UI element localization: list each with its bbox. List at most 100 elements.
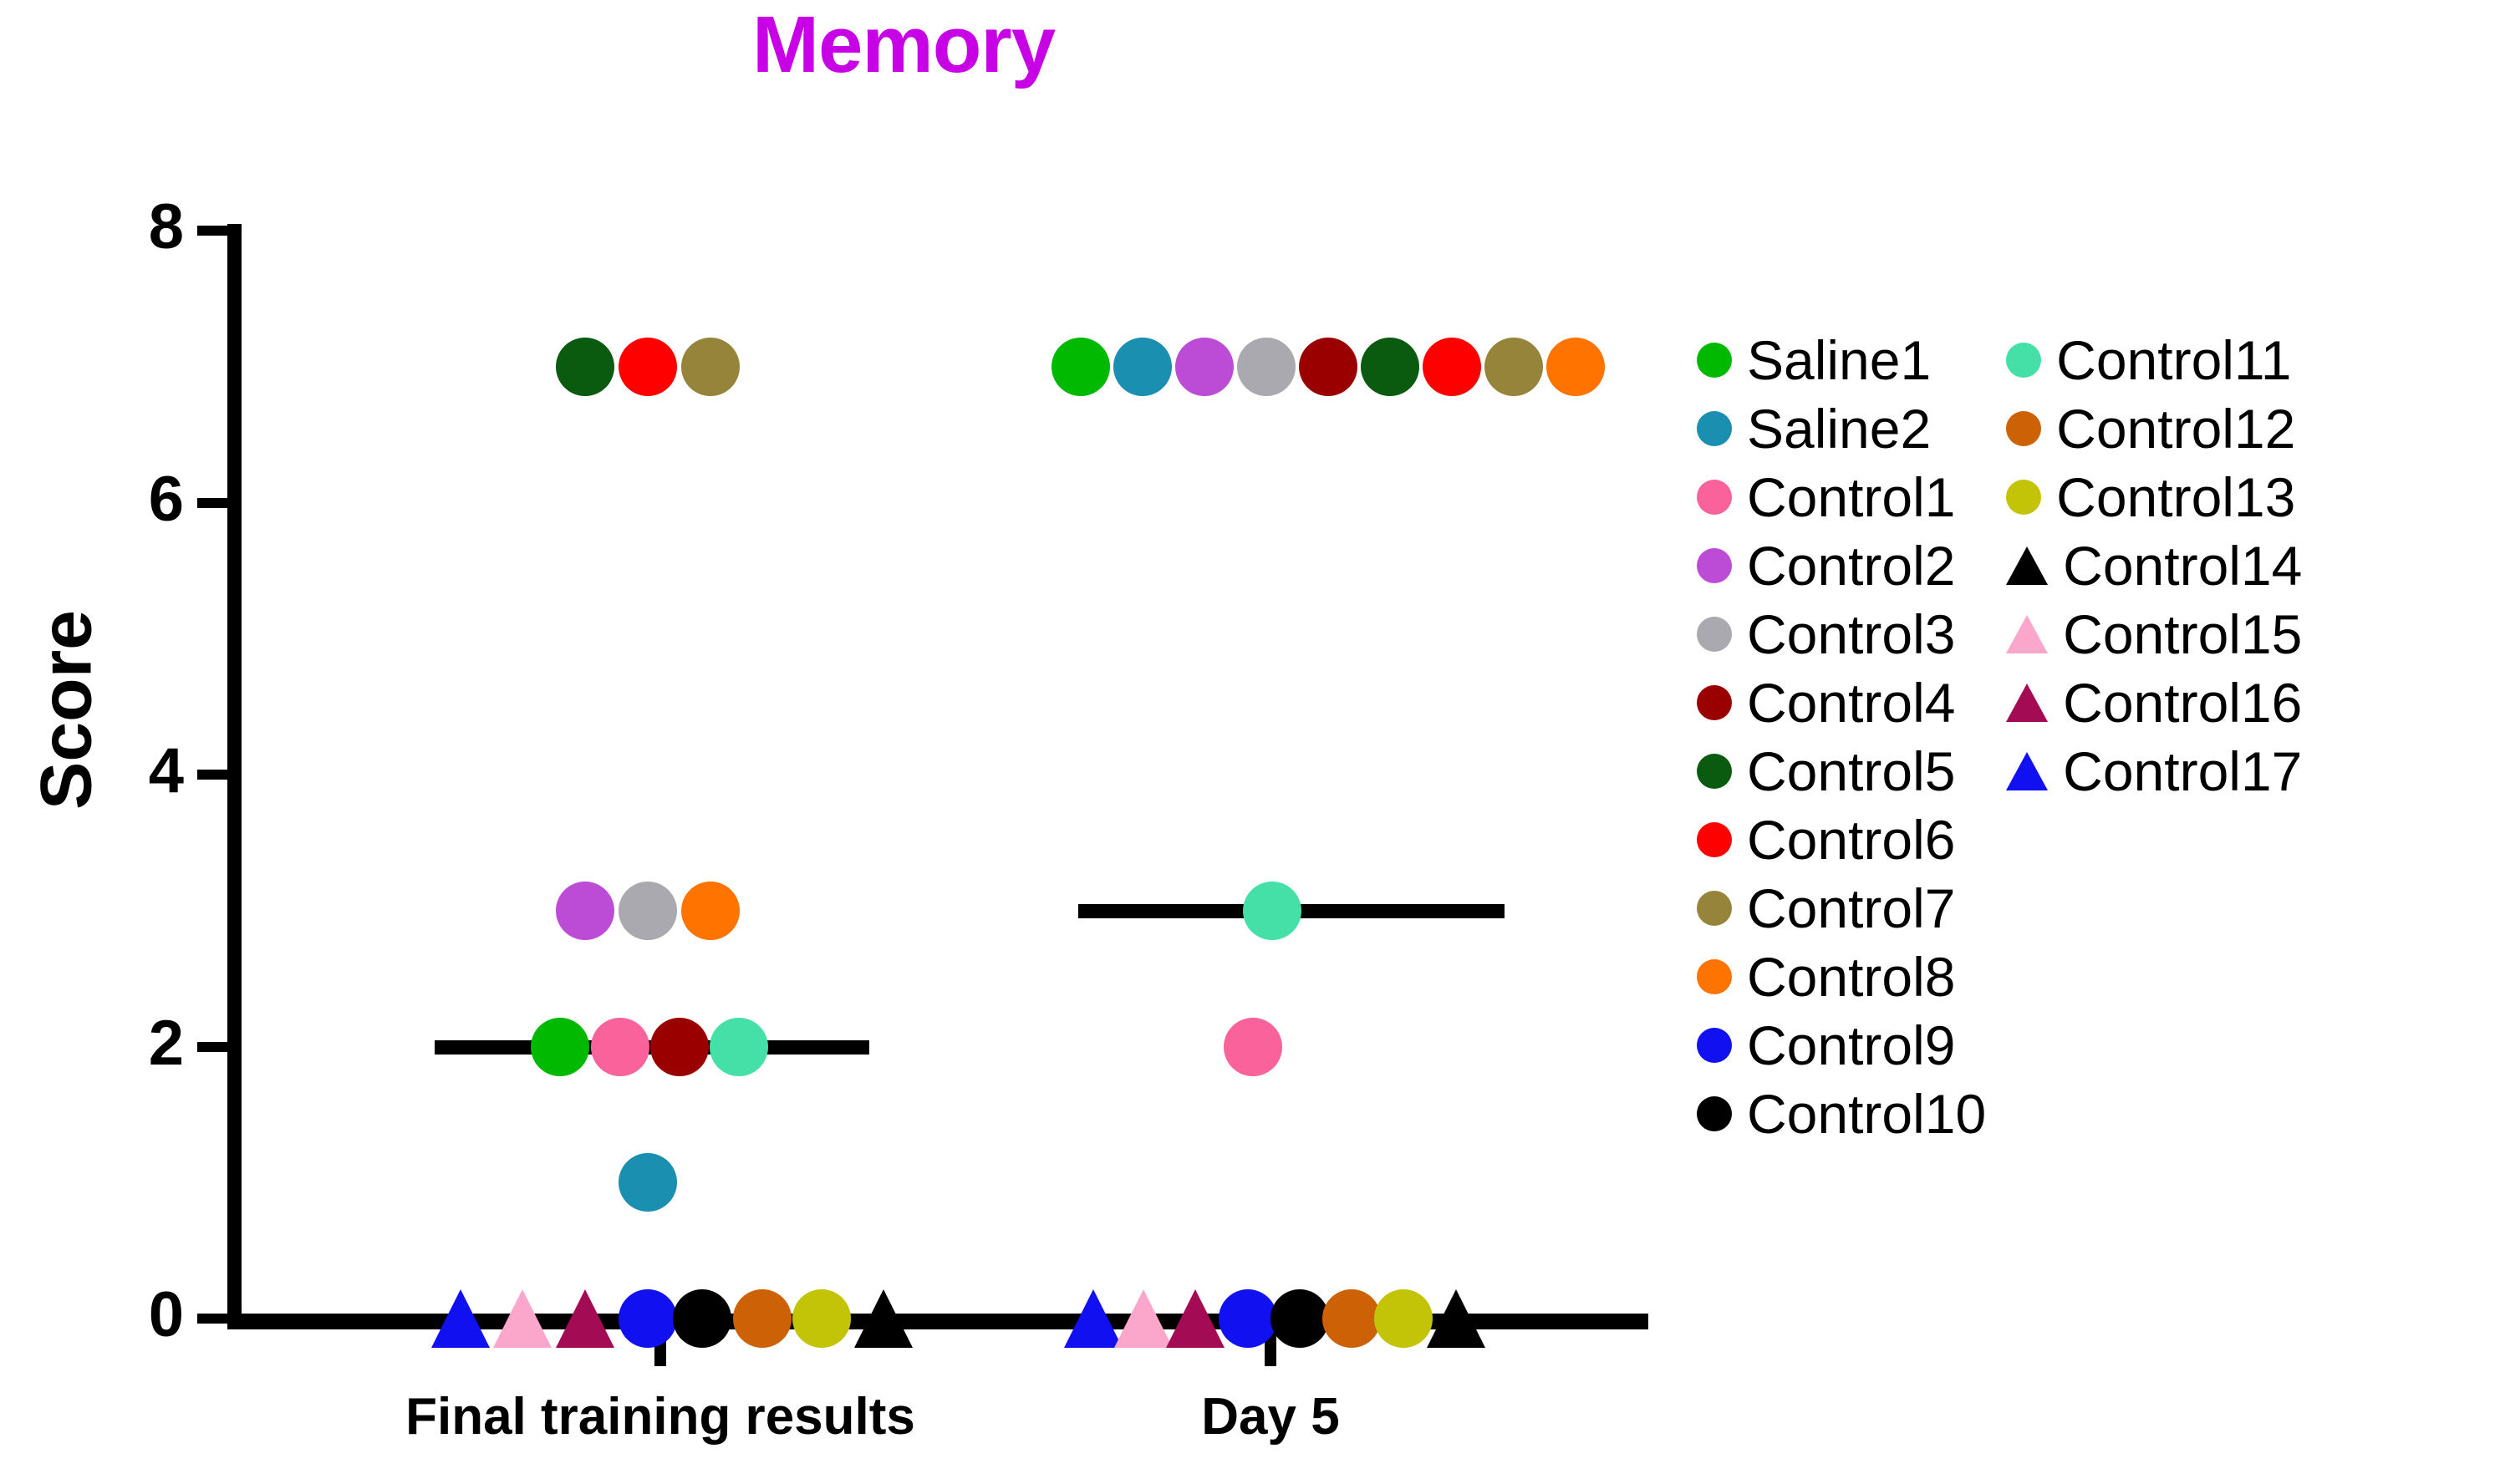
- legend-label: Control17: [2063, 740, 2303, 802]
- data-point-Control1: [1224, 1017, 1282, 1076]
- legend-item-control1[interactable]: Control1: [1697, 463, 1986, 531]
- legend-marker-circle-icon: [1697, 480, 1732, 515]
- legend-item-saline1[interactable]: Saline1: [1697, 326, 1986, 394]
- legend-marker-triangle-icon: [2006, 752, 2049, 790]
- data-point-Control6: [1423, 337, 1481, 396]
- data-point-Control7: [1484, 337, 1543, 396]
- data-point-Control16: [556, 1289, 614, 1348]
- legend-item-control11[interactable]: Control11: [2006, 326, 2302, 394]
- legend-item-control4[interactable]: Control4: [1697, 668, 1986, 737]
- legend-marker-circle-icon: [1697, 822, 1732, 857]
- y-tick-0: [197, 1314, 227, 1324]
- y-axis-title: Score: [26, 609, 107, 811]
- y-axis-line: [227, 224, 242, 1325]
- data-point-Saline1: [1051, 337, 1110, 396]
- data-point-Control3: [1237, 337, 1296, 396]
- data-point-Saline2: [1113, 337, 1172, 396]
- legend-marker-circle-icon: [1697, 548, 1732, 583]
- x-axis-label-1: Day 5: [1201, 1388, 1340, 1446]
- legend-item-control7[interactable]: Control7: [1697, 874, 1986, 943]
- plot-area: 0 2 4 6 8 Final training results Day 5 Score: [26, 191, 1648, 1446]
- legend-item-control9[interactable]: Control9: [1697, 1011, 1986, 1080]
- data-point-Control5: [556, 337, 614, 396]
- y-tick-label-4: 4: [148, 735, 184, 806]
- y-tick-label-6: 6: [148, 463, 184, 535]
- legend-marker-circle-icon: [1697, 959, 1732, 994]
- y-tick-8: [197, 226, 227, 236]
- legend-label: Control8: [1747, 946, 1956, 1008]
- legend-marker-circle-icon: [2006, 343, 2042, 378]
- legend-label: Control9: [1747, 1014, 1956, 1076]
- data-point-Control2: [556, 881, 614, 940]
- data-point-Control10: [1270, 1289, 1329, 1348]
- legend-label: Control4: [1747, 672, 1956, 734]
- legend-marker-circle-icon: [1697, 685, 1732, 720]
- legend-marker-circle-icon: [1697, 754, 1732, 789]
- legend-marker-circle-icon: [1697, 411, 1732, 446]
- y-tick-2: [197, 1041, 227, 1052]
- x-axis-label-0: Final training results: [405, 1388, 915, 1446]
- legend-item-control6[interactable]: Control6: [1697, 806, 1986, 874]
- data-point-Control8: [681, 881, 740, 940]
- legend-item-control16[interactable]: Control16: [2006, 668, 2302, 737]
- data-point-Control9: [1219, 1289, 1277, 1348]
- legend-label: Control13: [2056, 466, 2296, 528]
- legend-label: Control12: [2056, 398, 2296, 460]
- legend-item-control13[interactable]: Control13: [2006, 463, 2302, 531]
- data-point-Control12: [733, 1289, 792, 1348]
- legend-item-control3[interactable]: Control3: [1697, 600, 1986, 668]
- legend-marker-circle-icon: [1697, 343, 1732, 378]
- legend-label: Control2: [1747, 535, 1956, 597]
- legend-label: Control11: [2056, 329, 2292, 391]
- legend-item-control2[interactable]: Control2: [1697, 531, 1986, 600]
- legend-label: Saline1: [1747, 329, 1932, 391]
- legend-item-control12[interactable]: Control12: [2006, 394, 2302, 463]
- y-tick-label-0: 0: [148, 1279, 184, 1350]
- legend-item-control8[interactable]: Control8: [1697, 943, 1986, 1011]
- data-point-Control9: [619, 1289, 677, 1348]
- legend-item-control17[interactable]: Control17: [2006, 737, 2302, 806]
- data-point-Control15: [493, 1289, 552, 1348]
- data-point-Control6: [619, 337, 677, 396]
- legend-label: Control15: [2063, 603, 2303, 665]
- legend-marker-circle-icon: [2006, 411, 2042, 446]
- data-point-Control8: [1546, 337, 1605, 396]
- legend-label: Control6: [1747, 809, 1956, 871]
- data-point-Control2: [1175, 337, 1234, 396]
- data-point-Saline1: [531, 1017, 589, 1076]
- y-tick-4: [197, 770, 227, 780]
- legend-marker-triangle-icon: [2006, 684, 2049, 722]
- legend-item-control10[interactable]: Control10: [1697, 1080, 1986, 1148]
- legend-item-saline2[interactable]: Saline2: [1697, 394, 1986, 463]
- legend-marker-triangle-icon: [2006, 546, 2049, 585]
- page-title: Memory: [752, 0, 1056, 89]
- data-point-Control17: [1064, 1289, 1123, 1348]
- y-tick-label-8: 8: [148, 191, 184, 262]
- legend-label: Control14: [2063, 535, 2303, 597]
- data-point-Control13: [792, 1289, 851, 1348]
- data-point-Control12: [1322, 1289, 1381, 1348]
- data-point-Control10: [673, 1289, 731, 1348]
- y-tick-6: [197, 497, 227, 508]
- legend-label: Control7: [1747, 877, 1956, 939]
- data-point-Control16: [1166, 1289, 1225, 1348]
- data-point-Control11: [1243, 881, 1301, 940]
- data-point-Saline2: [619, 1153, 677, 1212]
- data-point-Control14: [1427, 1289, 1485, 1348]
- legend-item-control14[interactable]: Control14: [2006, 531, 2302, 600]
- data-point-Control14: [854, 1289, 913, 1348]
- y-tick-label-2: 2: [148, 1007, 184, 1079]
- legend-marker-triangle-icon: [2006, 615, 2049, 653]
- data-point-Control3: [619, 881, 677, 940]
- data-point-Control11: [710, 1017, 768, 1076]
- legend-label: Control1: [1747, 466, 1956, 528]
- legend-label: Control10: [1747, 1083, 1987, 1145]
- legend-item-control5[interactable]: Control5: [1697, 737, 1986, 806]
- legend-marker-circle-icon: [1697, 891, 1732, 926]
- legend-item-control15[interactable]: Control15: [2006, 600, 2302, 668]
- legend-marker-circle-icon: [1697, 1028, 1732, 1063]
- data-point-Control13: [1374, 1289, 1433, 1348]
